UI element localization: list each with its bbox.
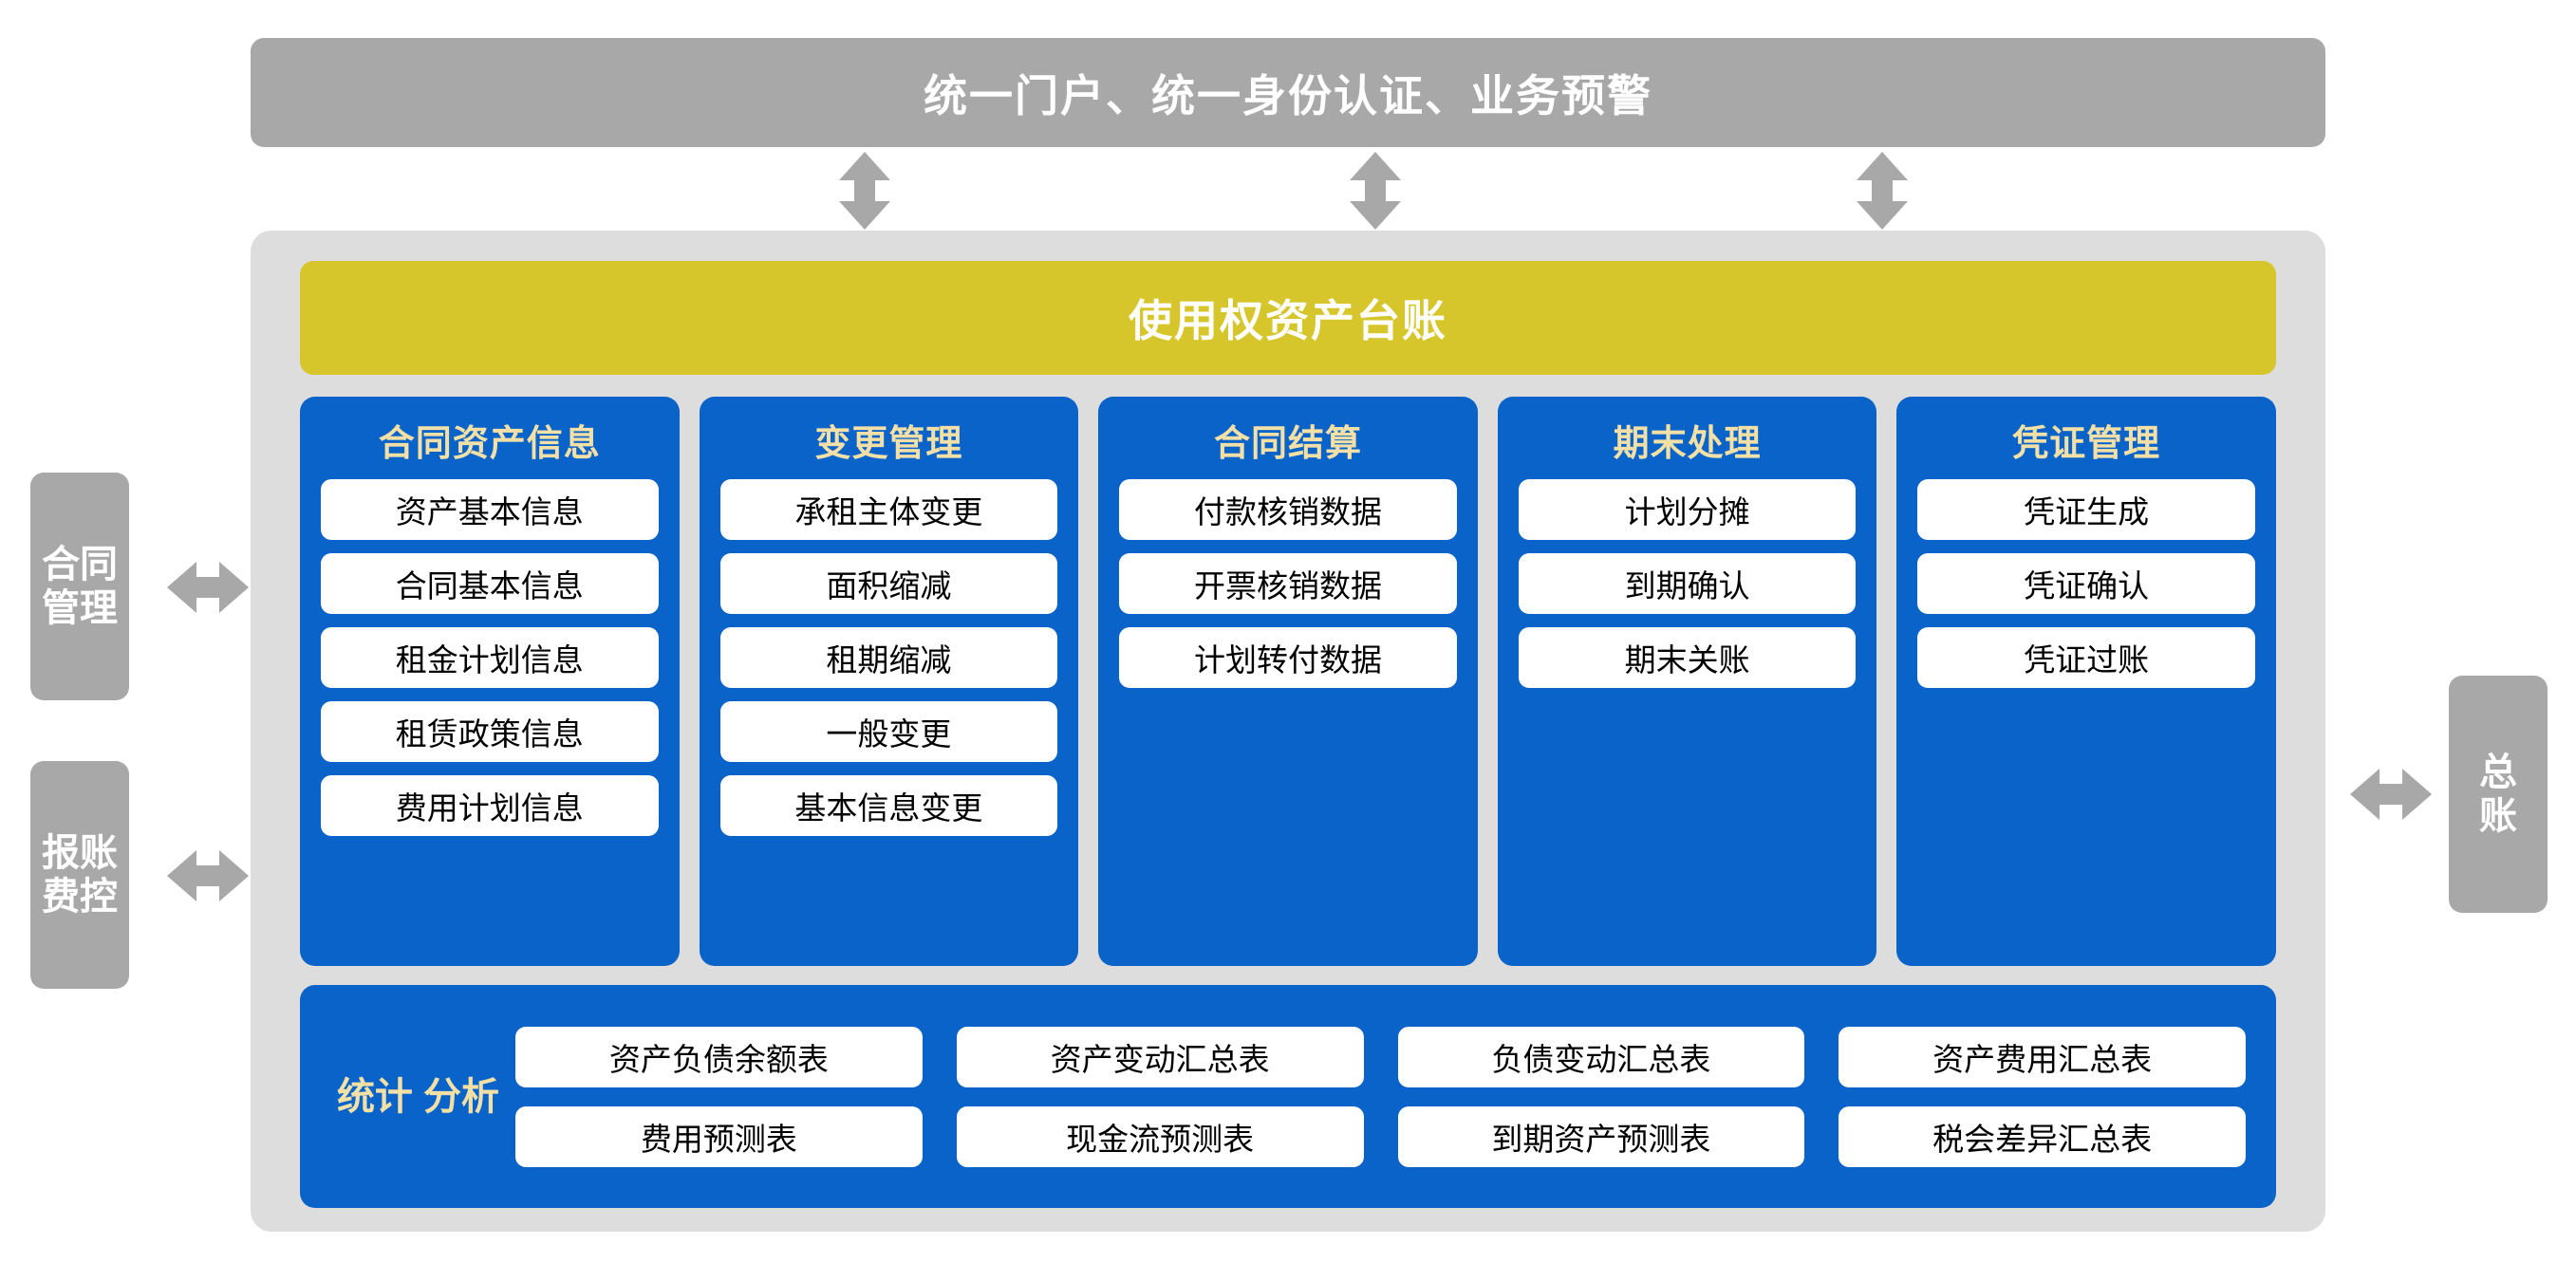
module-item[interactable]: 资产基本信息	[321, 479, 659, 540]
vertical-double-arrow-icon	[1853, 152, 1912, 230]
module-title: 凭证管理	[2012, 424, 2161, 464]
module-item[interactable]: 计划转付数据	[1119, 627, 1457, 688]
module-item[interactable]: 期末关账	[1518, 627, 1857, 688]
module-column-contract-asset-info[interactable]: 合同资产信息 资产基本信息 合同基本信息 租金计划信息 租赁政策信息 费用计划信…	[300, 397, 680, 966]
report-item[interactable]: 到期资产预测表	[1397, 1105, 1805, 1167]
statistics-report-grid: 资产负债余额表 资产变动汇总表 负债变动汇总表 资产费用汇总表 费用预测表 现金…	[515, 1026, 2246, 1167]
module-item[interactable]: 凭证过账	[1917, 627, 2255, 688]
side-label-expense-control[interactable]: 报账 费控	[30, 761, 129, 989]
module-item[interactable]: 到期确认	[1518, 553, 1857, 614]
module-columns: 合同资产信息 资产基本信息 合同基本信息 租金计划信息 租赁政策信息 费用计划信…	[300, 397, 2276, 966]
module-item[interactable]: 凭证确认	[1917, 553, 2255, 614]
module-item[interactable]: 计划分摊	[1518, 479, 1857, 540]
module-column-contract-settlement[interactable]: 合同结算 付款核销数据 开票核销数据 计划转付数据	[1098, 397, 1478, 966]
main-panel: 使用权资产台账 合同资产信息 资产基本信息 合同基本信息 租金计划信息 租赁政策…	[251, 231, 2325, 1232]
vertical-double-arrow-icon	[1346, 152, 1405, 230]
report-item[interactable]: 资产负债余额表	[515, 1026, 923, 1087]
portal-bar: 统一门户、统一身份认证、业务预警	[251, 38, 2325, 147]
horizontal-double-arrow-icon	[2350, 765, 2432, 824]
module-item[interactable]: 凭证生成	[1917, 479, 2255, 540]
module-item[interactable]: 承租主体变更	[719, 479, 1058, 540]
statistics-analysis-label: 统计 分析	[336, 1075, 500, 1118]
portal-title: 统一门户、统一身份认证、业务预警	[924, 70, 1652, 121]
horizontal-double-arrow-icon	[167, 846, 249, 905]
module-item[interactable]: 开票核销数据	[1119, 553, 1457, 614]
module-column-period-end-processing[interactable]: 期末处理 计划分摊 到期确认 期末关账	[1497, 397, 1877, 966]
report-item[interactable]: 负债变动汇总表	[1397, 1026, 1805, 1087]
ledger-title: 使用权资产台账	[1129, 296, 1447, 345]
module-title: 合同资产信息	[378, 424, 601, 464]
module-item[interactable]: 租金计划信息	[321, 627, 659, 688]
module-column-change-management[interactable]: 变更管理 承租主体变更 面积缩减 租期缩减 一般变更 基本信息变更	[699, 397, 1079, 966]
module-item[interactable]: 面积缩减	[719, 553, 1058, 614]
report-item[interactable]: 资产变动汇总表	[956, 1026, 1364, 1087]
statistics-analysis-section: 统计 分析 资产负债余额表 资产变动汇总表 负债变动汇总表 资产费用汇总表 费用…	[300, 985, 2276, 1208]
side-label-general-ledger[interactable]: 总 账	[2449, 676, 2548, 913]
module-item[interactable]: 租赁政策信息	[321, 701, 659, 762]
module-title: 变更管理	[814, 424, 963, 464]
module-item[interactable]: 租期缩减	[719, 627, 1058, 688]
ledger-header-bar: 使用权资产台账	[300, 261, 2276, 375]
side-label-text: 合同 管理	[42, 543, 118, 629]
module-item[interactable]: 费用计划信息	[321, 775, 659, 836]
report-item[interactable]: 现金流预测表	[956, 1105, 1364, 1167]
module-item[interactable]: 合同基本信息	[321, 553, 659, 614]
side-label-text: 总 账	[2479, 751, 2517, 837]
module-item[interactable]: 一般变更	[719, 701, 1058, 762]
report-item[interactable]: 费用预测表	[515, 1105, 923, 1167]
report-item[interactable]: 税会差异汇总表	[1839, 1105, 2246, 1167]
module-item[interactable]: 付款核销数据	[1119, 479, 1457, 540]
vertical-double-arrow-icon	[835, 152, 894, 230]
module-item[interactable]: 基本信息变更	[719, 775, 1058, 836]
side-label-contract-management[interactable]: 合同 管理	[30, 473, 129, 700]
module-column-voucher-management[interactable]: 凭证管理 凭证生成 凭证确认 凭证过账	[1896, 397, 2276, 966]
module-title: 期末处理	[1613, 424, 1762, 464]
horizontal-double-arrow-icon	[167, 558, 249, 617]
report-item[interactable]: 资产费用汇总表	[1839, 1026, 2246, 1087]
side-label-text: 报账 费控	[42, 831, 118, 918]
module-title: 合同结算	[1213, 424, 1362, 464]
